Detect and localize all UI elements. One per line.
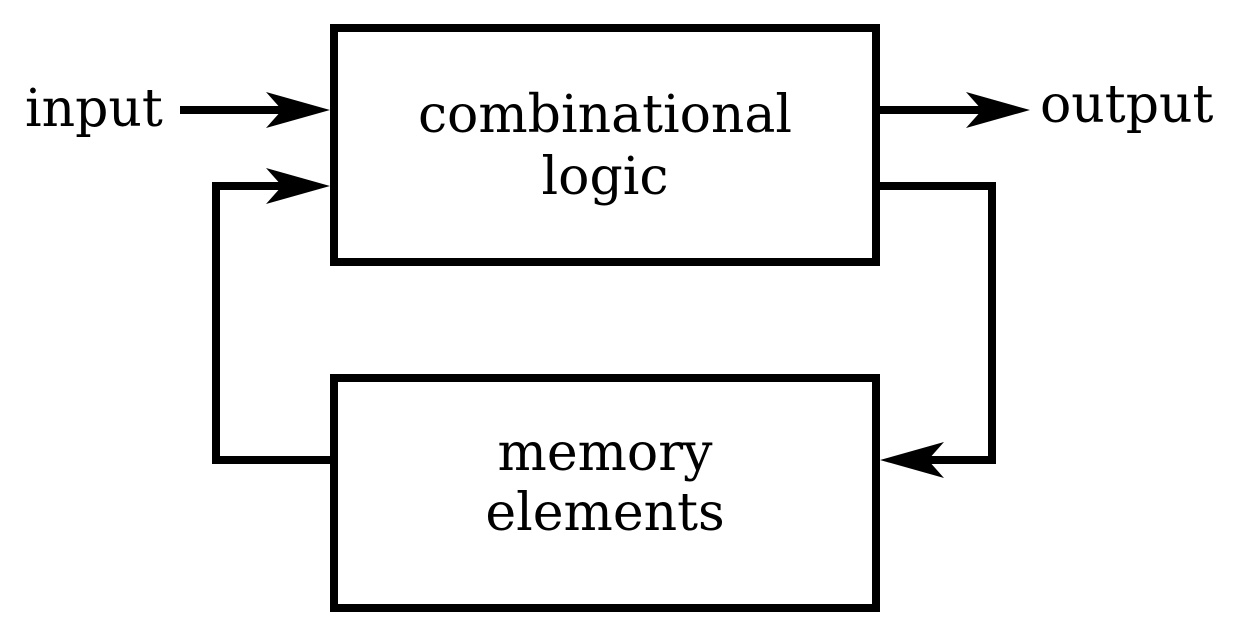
input-label: input	[25, 79, 163, 139]
output-label: output	[1040, 75, 1213, 135]
feedback-arrow-to-logic	[212, 168, 334, 464]
memory-elements-box	[330, 374, 880, 612]
combinational-logic-box	[330, 24, 880, 266]
output-arrow	[878, 92, 1030, 128]
combinational-logic-label-line1: combinational	[418, 85, 792, 145]
input-arrow	[180, 92, 330, 128]
memory-elements-label-line2: elements	[485, 483, 724, 543]
combinational-logic-label-line2: logic	[542, 147, 669, 207]
memory-elements-label-line1: memory	[498, 423, 714, 483]
feedback-arrow-to-memory	[878, 182, 996, 478]
